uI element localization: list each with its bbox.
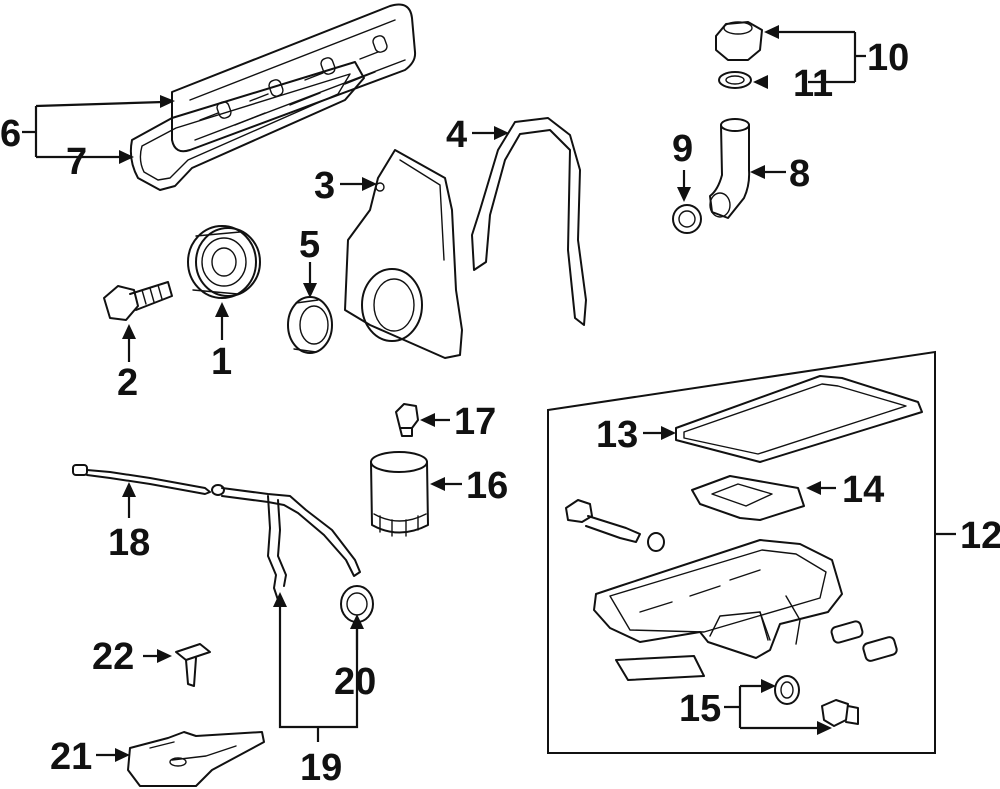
callout-6: 6 <box>0 113 21 155</box>
oil-fill-cap <box>715 21 763 61</box>
pin-clip <box>175 643 211 687</box>
callout-7: 7 <box>66 141 87 183</box>
splash-shield <box>127 731 265 787</box>
dipstick-tube <box>211 484 361 601</box>
callout-21: 21 <box>50 736 92 778</box>
callout-20: 20 <box>334 661 376 703</box>
drain-plug <box>821 699 859 727</box>
callout-5: 5 <box>299 224 320 266</box>
pan-small-part-b <box>862 636 898 662</box>
valve-cover-gasket <box>129 61 365 191</box>
arrowhead-3 <box>362 177 377 191</box>
arrowhead-1 <box>215 302 229 317</box>
arrowhead-11 <box>753 75 768 89</box>
leader-10-11 <box>775 30 866 84</box>
callout-4: 4 <box>446 114 467 156</box>
balancer-bolt <box>103 281 173 321</box>
callout-18: 18 <box>108 522 150 564</box>
arrowhead-19 <box>273 592 287 607</box>
callout-15: 15 <box>679 688 721 730</box>
arrowhead-8 <box>750 165 765 179</box>
oil-pressure-sensor <box>395 403 419 437</box>
cap-seal-inner <box>725 75 745 85</box>
callout-13: 13 <box>596 414 638 456</box>
leader-19 <box>278 605 359 742</box>
leader-15 <box>724 684 820 730</box>
callout-22: 22 <box>92 636 134 678</box>
pan-small-part-a <box>830 620 864 644</box>
arrowhead-15b <box>817 721 832 735</box>
callout-9: 9 <box>672 128 693 170</box>
arrowhead-9 <box>677 187 691 202</box>
oil-filter <box>370 451 429 537</box>
arrowhead-5 <box>303 283 317 298</box>
arrowhead-21 <box>115 748 130 762</box>
drain-plug-washer <box>774 675 800 705</box>
arrowhead-6 <box>160 95 175 108</box>
leader-6-7 <box>22 100 164 159</box>
oil-pickup-tube <box>565 499 665 552</box>
callout-10: 10 <box>867 37 909 79</box>
timing-cover <box>344 149 463 359</box>
arrowhead-4 <box>494 126 509 140</box>
arrowhead-7 <box>119 150 134 164</box>
oil-pan-baffle <box>691 475 805 521</box>
arrowhead-20 <box>350 614 364 629</box>
oil-pan-group-box <box>547 350 936 754</box>
crankshaft-balancer <box>187 225 261 299</box>
arrowhead-18 <box>122 482 136 497</box>
oil-fill-tube <box>709 118 751 219</box>
arrowhead-13 <box>661 426 676 440</box>
dipstick-tube-seal-inner <box>346 592 368 616</box>
tube-seal-inner <box>678 210 696 228</box>
arrowhead-10 <box>764 25 779 39</box>
valve-cover <box>171 3 417 153</box>
front-crank-seal <box>287 296 333 354</box>
callout-19: 19 <box>300 747 342 789</box>
callout-14: 14 <box>842 469 884 511</box>
callout-11: 11 <box>793 63 833 105</box>
arrowhead-15a <box>761 679 776 693</box>
arrowhead-2 <box>122 324 136 339</box>
oil-pan-gasket <box>675 375 923 463</box>
callout-8: 8 <box>789 153 810 195</box>
timing-cover-gasket <box>471 117 587 326</box>
callout-12: 12 <box>960 515 1000 557</box>
oil-pan <box>593 539 843 659</box>
arrowhead-22 <box>157 649 172 663</box>
cap-seal <box>718 71 752 89</box>
callout-2: 2 <box>117 362 138 404</box>
drain-plug-washer-inner <box>780 681 794 699</box>
arrowhead-17 <box>420 413 435 427</box>
callout-17: 17 <box>454 401 496 443</box>
oil-pan-cover-plate <box>615 655 705 681</box>
callout-16: 16 <box>466 465 508 507</box>
oil-level-indicator <box>72 464 211 495</box>
tube-seal <box>672 204 702 234</box>
arrowhead-14 <box>806 481 821 495</box>
callout-3: 3 <box>314 165 335 207</box>
arrowhead-16 <box>430 477 445 491</box>
callout-1: 1 <box>211 341 232 383</box>
valve-cover-gasket-inner <box>139 73 351 181</box>
